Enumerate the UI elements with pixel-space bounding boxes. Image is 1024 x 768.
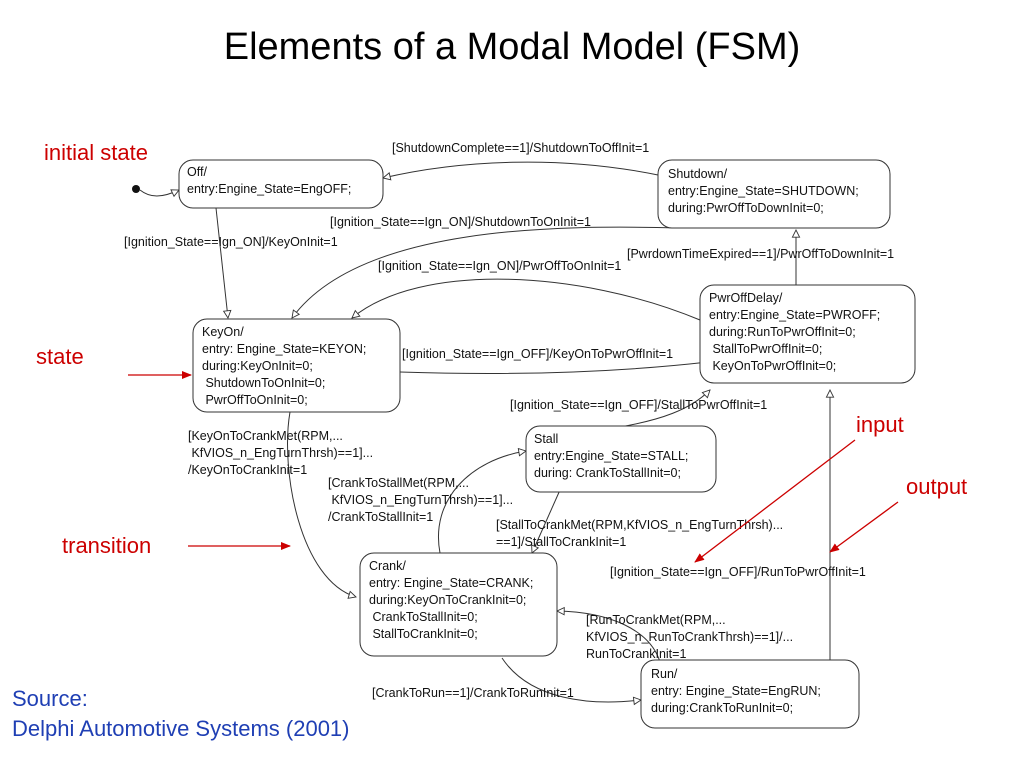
state-label-shutdown: Shutdown/ entry:Engine_State=SHUTDOWN; d… — [0, 0, 876, 215]
state-stall — [525, 425, 717, 493]
transition-label-stall-to-crank: [StallToCrankMet(RPM,KfVIOS_n_EngTurnThr… — [496, 518, 783, 549]
annotation-state: state — [36, 344, 84, 369]
edge-crank-to-stall — [438, 451, 526, 554]
annotation-initial-state: initial state — [44, 140, 148, 165]
edge-shutdown-to-off — [383, 161, 659, 178]
edge-keyon-to-pwroff — [399, 362, 708, 375]
edge-keyon-to-crank — [287, 411, 356, 597]
annotation-input-arrow — [694, 439, 856, 563]
edge-off-to-keyon — [215, 207, 228, 318]
transition-label-pwrdown-expired: [PwrdownTimeExpired==1]/PwrOffToDownInit… — [0, 0, 905, 261]
state-label-pwroffdelay: PwrOffDelay/ entry:Engine_State=PWROFF; … — [0, 0, 898, 373]
transition-label-crank-to-run: [CrankToRun==1]/CrankToRunInit=1 — [372, 686, 574, 700]
source-citation: Source: Delphi Automotive Systems (2001) — [12, 684, 350, 744]
edge-stall-to-crank — [532, 489, 561, 553]
edge-shutdown-to-keyon — [292, 226, 681, 318]
state-run — [640, 659, 860, 729]
state-crank — [359, 552, 558, 657]
state-pwroffdelay — [699, 284, 916, 384]
transition-label-pwroff-to-keyon: [Ignition_State==Ign_ON]/PwrOffToOnInit=… — [0, 0, 632, 273]
source-reference: Delphi Automotive Systems (2001) — [12, 716, 350, 741]
source-label: Source: — [12, 686, 88, 711]
transition-label-keyon-to-crank: [KeyOnToCrankMet(RPM,... KfVIOS_n_EngTur… — [0, 0, 390, 477]
state-off — [178, 159, 384, 209]
transition-label-shutdown-complete: [ShutdownComplete==1]/ShutdownToOffInit=… — [0, 0, 660, 155]
slide-title: Elements of a Modal Model (FSM) — [223, 26, 801, 68]
annotation-output: output — [906, 474, 967, 499]
state-label-stall: Stall entry:Engine_State=STALL; during: … — [0, 0, 706, 480]
transition-label-shutdown-to-keyon: [Ignition_State==Ign_ON]/ShutdownToOnIni… — [0, 0, 601, 229]
edge-stall-to-pwroff — [619, 390, 710, 428]
state-keyon — [192, 318, 401, 413]
transition-label-keyon-to-pwroff: [Ignition_State==Ign_OFF]/KeyOnToPwrOffI… — [0, 0, 684, 361]
states — [178, 159, 916, 729]
edge-initial — [139, 190, 179, 196]
state-label-crank: Crank/ entry: Engine_State=CRANK; during… — [0, 0, 551, 641]
state-shutdown — [657, 159, 891, 229]
annotation-input: input — [856, 412, 904, 437]
annotation-output-arrow — [829, 501, 899, 553]
annotation-transition: transition — [62, 533, 151, 558]
transition-label-stall-to-pwroff: [Ignition_State==Ign_OFF]/StallToPwrOffI… — [0, 0, 778, 412]
state-label-off: Off/ entry:Engine_State=EngOFF; — [0, 0, 362, 196]
initial-state-dot — [132, 185, 140, 193]
edge-crank-to-run — [501, 657, 641, 702]
state-label-keyon: KeyOn/ entry: Engine_State=KEYON; during… — [0, 0, 384, 407]
transition-label-run-to-pwroff: [Ignition_State==Ign_OFF]/RunToPwrOffIni… — [610, 565, 866, 579]
transition-label-crank-to-stall: [CrankToStallMet(RPM,... KfVIOS_n_EngTur… — [0, 0, 530, 524]
state-label-run: Run/ entry: Engine_State=EngRUN; during:… — [651, 667, 821, 715]
transition-label-run-to-crank: [RunToCrankMet(RPM,... KfVIOS_n_RunToCra… — [586, 613, 793, 661]
edge-run-to-crank — [557, 611, 661, 663]
transition-edges — [139, 161, 830, 702]
edge-pwroff-to-keyon — [352, 278, 701, 321]
transition-label-off-to-keyon: [Ignition_State==Ign_ON]/KeyOnInit=1 — [0, 0, 348, 249]
